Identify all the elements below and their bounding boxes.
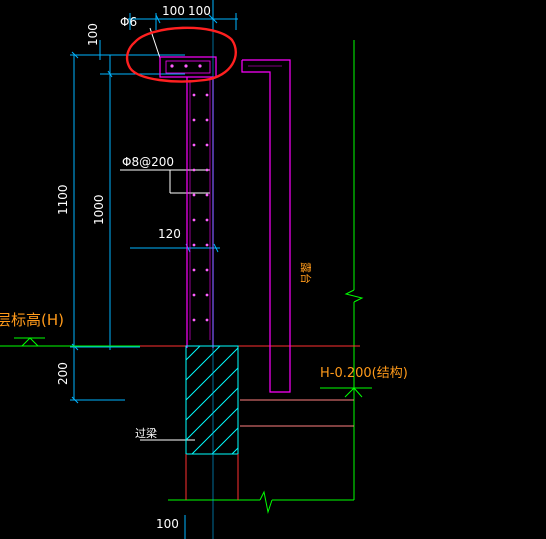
terrace-label: 露台 (299, 262, 313, 284)
inner-height-dim: 1000 (92, 194, 106, 225)
cap-height-dim: 100 (86, 23, 100, 46)
wall-thickness-dim: 120 (158, 227, 181, 241)
structure-elevation-label: H-0.200(结构) (320, 366, 408, 381)
top-dim-right: 100 (188, 4, 211, 18)
base-outline (185, 454, 239, 500)
rebar-dots (170, 64, 209, 322)
slab-lines (140, 345, 360, 427)
total-height-dim: 1100 (56, 184, 70, 215)
hatched-base (185, 345, 239, 500)
stirrup-rebar-label: Φ8@200 (122, 155, 174, 169)
wall-note-label: 过梁 (135, 426, 157, 440)
top-rebar-label: Φ6 (120, 15, 137, 29)
bottom-width-dim: 100 (156, 517, 179, 531)
base-height-dim: 200 (56, 362, 70, 385)
floor-elevation-label: 层标高(H) (0, 311, 64, 329)
highlight-circle (125, 26, 237, 83)
ground-lines (0, 40, 372, 514)
top-dim-left: 100 (162, 4, 185, 18)
parapet-section (159, 56, 291, 393)
